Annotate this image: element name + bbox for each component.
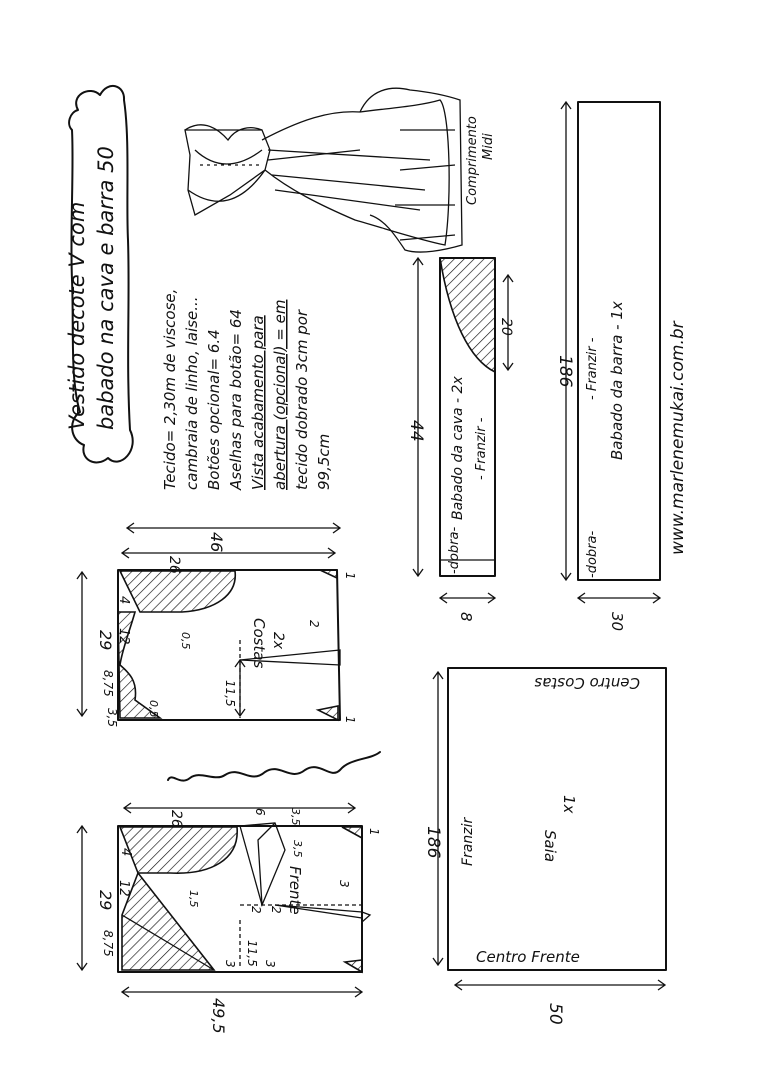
skirt-franzir: Franzir xyxy=(460,817,476,866)
materials-line-4: Aselhas para botão= 64 xyxy=(227,309,245,491)
skirt-label: Saia xyxy=(541,830,559,862)
title-line-2: babado na cava e barra 50 xyxy=(94,146,118,430)
front-m11: 6 xyxy=(253,808,267,816)
babado-barra-piece xyxy=(560,100,662,604)
front-m14: 3,5 xyxy=(291,840,304,858)
back-m7: 11,5 xyxy=(223,680,237,707)
signature-scribble xyxy=(167,751,381,782)
front-m6: 11,5 xyxy=(245,940,259,967)
length-note-2: Midi xyxy=(481,133,496,160)
babado-cava-piece xyxy=(412,256,514,604)
babado-barra-label: Babado da barra - 1x xyxy=(608,301,626,460)
back-m4: 3,5 xyxy=(105,708,119,727)
length-note-1: Comprimento xyxy=(465,116,480,205)
materials-line-5: Vista acabamento para xyxy=(249,315,267,490)
website-url: www.marlenemukai.com.br xyxy=(668,320,688,555)
signature-text: Marlene Mukai xyxy=(393,840,417,987)
back-m5: 0,5 xyxy=(179,632,192,650)
back-width-top: 26 xyxy=(166,556,182,574)
materials-line-6: abertura (opcional) = em xyxy=(271,300,289,490)
skirt-centro-frente: Centro Frente xyxy=(476,948,580,966)
babado-barra-dobra: -dobra- xyxy=(585,531,600,578)
babado-cava-inner: 20 xyxy=(498,318,514,336)
front-height: 29 xyxy=(96,890,115,910)
title-cloud xyxy=(68,85,134,464)
front-bodice-piece xyxy=(76,802,372,998)
back-m8: 1 xyxy=(343,572,357,580)
front-m2: 12 xyxy=(116,880,131,897)
skirt-width: 50 xyxy=(545,1003,565,1025)
skirt-count: 1x xyxy=(560,795,578,814)
back-count: 2x xyxy=(270,632,286,650)
babado-cava-length: 44 xyxy=(406,420,426,442)
front-m7: 3 xyxy=(263,960,277,968)
materials-text: Tecido= 2,30m de viscose, cambraia de li… xyxy=(161,289,333,491)
materials-line-2: cambraia de linho, laise... xyxy=(183,296,201,490)
materials-line-8: 99,5cm xyxy=(315,434,333,490)
back-m1: 4 xyxy=(116,596,131,604)
front-m1: 4 xyxy=(118,848,133,856)
back-dart: 2 xyxy=(307,620,321,628)
babado-barra-width: 30 xyxy=(608,612,626,631)
babado-barra-franzir: - Franzir - xyxy=(585,337,600,400)
front-m9: 3 xyxy=(337,880,351,888)
skirt-piece xyxy=(432,667,667,991)
babado-barra-length: 186 xyxy=(555,355,575,388)
front-m13: 1 xyxy=(367,828,381,836)
back-m9: 1 xyxy=(343,716,357,724)
back-m3: 8,75 xyxy=(101,670,115,697)
title-line-1: Vestido decote V com xyxy=(65,202,89,430)
materials-line-7: tecido dobrado 3cm por xyxy=(293,309,311,490)
front-m4: 3 xyxy=(223,960,237,968)
skirt-centro-costas: Centro Costas xyxy=(534,674,640,692)
back-m2: 12 xyxy=(116,628,131,645)
materials-line-3: Botões opcional= 6.4 xyxy=(205,329,223,490)
babado-cava-franzir: - Franzir - xyxy=(474,417,489,480)
front-width-total: 49,5 xyxy=(209,998,228,1034)
back-m6: 0,5 xyxy=(147,700,160,718)
front-m12: 3,5 xyxy=(289,808,302,826)
back-height: 29 xyxy=(96,630,115,650)
front-m5: 1,5 xyxy=(187,890,200,908)
front-label: Frente xyxy=(286,866,304,915)
babado-cava-dobra: -dobra- xyxy=(447,527,462,574)
front-width-top: 26 xyxy=(168,810,184,828)
front-m3: 8,75 xyxy=(101,930,115,957)
back-label: Costas xyxy=(250,618,268,669)
back-width-total: 46 xyxy=(207,532,226,552)
skirt-length: 186 xyxy=(423,826,443,859)
front-m10: 2 xyxy=(269,906,283,914)
babado-cava-width: 8 xyxy=(457,612,475,622)
front-m8: 2 xyxy=(249,906,263,914)
dress-illustration xyxy=(184,87,463,253)
materials-line-1: Tecido= 2,30m de viscose, xyxy=(161,289,179,490)
babado-cava-label: Babado da cava - 2x xyxy=(450,376,466,520)
back-bodice-piece xyxy=(76,522,342,722)
